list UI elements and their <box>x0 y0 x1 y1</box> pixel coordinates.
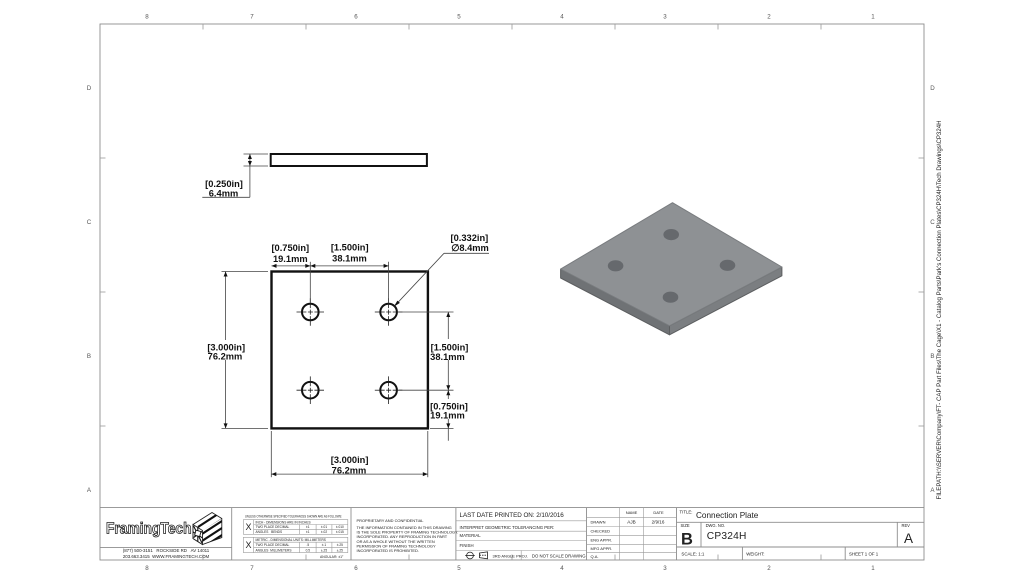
svg-text:4: 4 <box>560 14 564 21</box>
svg-text:76.2mm: 76.2mm <box>208 352 243 362</box>
svg-text:19.1mm: 19.1mm <box>273 254 308 264</box>
svg-text:[3.000in]: [3.000in] <box>331 455 369 465</box>
svg-text:0.5: 0.5 <box>306 548 311 552</box>
svg-text:SHEET 1 OF 1: SHEET 1 OF 1 <box>849 552 879 557</box>
svg-text:CP324H: CP324H <box>707 531 747 542</box>
svg-text:TITLE:: TITLE: <box>680 510 693 515</box>
svg-text:X: X <box>245 522 251 532</box>
svg-text:2: 2 <box>767 565 771 572</box>
svg-text:ENG APPR.: ENG APPR. <box>591 538 613 543</box>
svg-text:2: 2 <box>767 14 771 21</box>
svg-text:7: 7 <box>250 14 254 21</box>
svg-text:(877) 500-3151 ROCKSIDE RD: (877) 500-3151 ROCKSIDE RD AV 14011 <box>123 548 210 553</box>
svg-text:DATE: DATE <box>653 510 664 515</box>
svg-text:B: B <box>930 353 934 360</box>
svg-text:DWG. NO.: DWG. NO. <box>706 523 726 528</box>
svg-text:A: A <box>904 531 913 546</box>
svg-text:±.01: ±.01 <box>321 525 327 529</box>
svg-text:DO NOT SCALE DRAWING: DO NOT SCALE DRAWING <box>532 553 586 558</box>
svg-text:[0.250in]: [0.250in] <box>205 179 243 189</box>
svg-text:Q.A.: Q.A. <box>591 554 599 559</box>
svg-text:IS THE SOLE PROPERTY OF FRAMIN: IS THE SOLE PROPERTY OF FRAMING TECHNOLO… <box>357 530 459 535</box>
svg-text:ANGULAR: ±1°: ANGULAR: ±1° <box>320 555 344 559</box>
svg-text:UNLESS OTHERWISE SPECIFIED TOL: UNLESS OTHERWISE SPECIFIED TOLERANCES SH… <box>245 514 342 518</box>
svg-text:PERMISSION OF FRAMING TECHNOLO: PERMISSION OF FRAMING TECHNOLOGY <box>357 543 436 548</box>
svg-text:76.2mm: 76.2mm <box>332 465 367 475</box>
svg-text:8: 8 <box>145 14 149 21</box>
svg-text:5: 5 <box>457 565 461 572</box>
svg-text:AJB: AJB <box>627 519 635 524</box>
svg-text:3RD ANGLE PROJ.: 3RD ANGLE PROJ. <box>493 553 528 558</box>
svg-text:[0.750in]: [0.750in] <box>271 243 309 253</box>
svg-text:ANGLES MILLIMETERS: ANGLES MILLIMETERS <box>256 548 292 552</box>
svg-text:±.25: ±.25 <box>321 548 327 552</box>
svg-text:C: C <box>930 219 935 226</box>
svg-text:PROPRIETARY AND CONFIDENTIAL: PROPRIETARY AND CONFIDENTIAL <box>357 518 425 523</box>
svg-text:INCORPORATED. ANY REPRODUCTIO: INCORPORATED. ANY REPRODUCTION IN PART <box>357 534 448 539</box>
svg-text:INTERPRET GEOMETRIC TOLERANCIN: INTERPRET GEOMETRIC TOLERANCING PER: <box>460 525 555 530</box>
svg-text:REV: REV <box>902 523 911 528</box>
svg-text:CHECKED: CHECKED <box>591 529 611 534</box>
svg-text:5: 5 <box>457 14 461 21</box>
svg-text:3: 3 <box>663 565 667 572</box>
svg-text:[1.500in]: [1.500in] <box>331 243 369 253</box>
svg-text:OR AS A WHOLE WITHOUT THE WRIT: OR AS A WHOLE WITHOUT THE WRITTEN <box>357 539 435 544</box>
svg-text:INCH - DIMENSIONS ARE IN INCHE: INCH - DIMENSIONS ARE IN INCHES <box>256 520 311 524</box>
svg-text:TWO PLACE DECIMAL: TWO PLACE DECIMAL <box>256 525 290 529</box>
svg-text:D: D <box>87 85 92 92</box>
svg-text:ANGLES BENDS: ANGLES BENDS <box>256 530 283 534</box>
svg-text:∅8.4mm: ∅8.4mm <box>451 243 489 253</box>
svg-text:Connection Plate: Connection Plate <box>696 511 759 520</box>
svg-text:INCORPORATED IS PROHIBITED.: INCORPORATED IS PROHIBITED. <box>357 548 420 553</box>
svg-text:6: 6 <box>354 14 358 21</box>
svg-text:D: D <box>930 85 935 92</box>
svg-text:±.1: ±.1 <box>322 543 327 547</box>
svg-text:8: 8 <box>145 565 149 572</box>
svg-text:±1: ±1 <box>306 525 310 529</box>
svg-text:SIZE: SIZE <box>681 523 690 528</box>
svg-text:B: B <box>87 353 91 360</box>
svg-text:SCALE: 1:1: SCALE: 1:1 <box>681 552 704 557</box>
svg-text:MATERIAL: MATERIAL <box>460 533 482 538</box>
svg-text:LAST DATE PRINTED ON: 2/10/201: LAST DATE PRINTED ON: 2/10/2016 <box>460 512 565 519</box>
svg-text:DRAWN: DRAWN <box>591 520 606 525</box>
svg-text:WEIGHT:: WEIGHT: <box>746 552 764 557</box>
svg-text:±1: ±1 <box>306 530 310 534</box>
svg-text:[0.750in]: [0.750in] <box>430 402 468 412</box>
svg-text:±.015: ±.015 <box>336 530 344 534</box>
svg-text:.5: .5 <box>306 543 309 547</box>
svg-text:±.25: ±.25 <box>337 548 343 552</box>
svg-text:38.1mm: 38.1mm <box>430 352 465 362</box>
svg-text:FINISH: FINISH <box>460 543 474 548</box>
svg-text:19.1mm: 19.1mm <box>430 410 465 420</box>
svg-text:±.010: ±.010 <box>336 525 344 529</box>
svg-text:METRIC - DIMENSIONAL UNITS: MI: METRIC - DIMENSIONAL UNITS: MILLIMETERS <box>256 538 326 542</box>
svg-text:2/9/16: 2/9/16 <box>652 519 665 524</box>
svg-text:7: 7 <box>250 565 254 572</box>
svg-text:[1.500in]: [1.500in] <box>431 343 469 353</box>
svg-text:[0.332in]: [0.332in] <box>451 233 489 243</box>
svg-text:THE INFORMATION CONTAINED IN T: THE INFORMATION CONTAINED IN THIS DRAWIN… <box>357 525 452 530</box>
svg-text:6.4mm: 6.4mm <box>209 188 238 198</box>
svg-text:A: A <box>87 487 92 494</box>
svg-text:4: 4 <box>560 565 564 572</box>
svg-text:38.1mm: 38.1mm <box>332 254 367 264</box>
svg-text:NAME: NAME <box>626 510 638 515</box>
svg-text:X: X <box>245 540 251 550</box>
svg-text:±.25: ±.25 <box>337 543 343 547</box>
svg-text:1: 1 <box>871 565 875 572</box>
svg-text:203.663.3415 WWW.FRAMINGTECH.: 203.663.3415 WWW.FRAMINGTECH.COM <box>123 554 210 559</box>
svg-text:[3.000in]: [3.000in] <box>207 343 245 353</box>
svg-text:6: 6 <box>354 565 358 572</box>
svg-text:FramingTech: FramingTech <box>106 521 192 538</box>
svg-text:B: B <box>681 530 693 548</box>
svg-text:MFG APPR.: MFG APPR. <box>591 546 613 551</box>
svg-text:A: A <box>930 487 935 494</box>
svg-text:TWO PLACE DECIMAL: TWO PLACE DECIMAL <box>256 543 290 547</box>
svg-text:C: C <box>87 219 92 226</box>
svg-text:3: 3 <box>663 14 667 21</box>
svg-text:±.02: ±.02 <box>321 530 327 534</box>
svg-text:1: 1 <box>871 14 875 21</box>
svg-text:FILEPATH:\\SERVER\Company\FT-: FILEPATH:\\SERVER\Company\FT- CAP Part F… <box>936 120 943 499</box>
